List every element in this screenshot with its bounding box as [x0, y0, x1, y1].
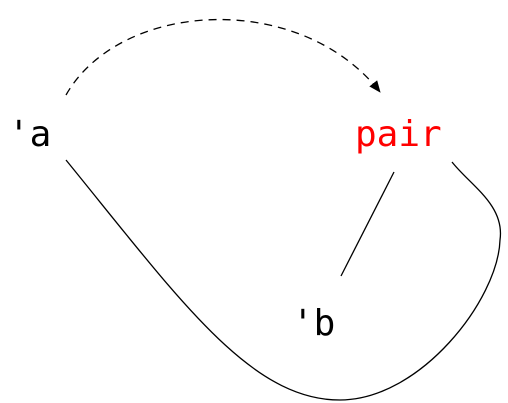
node-a-label: 'a	[8, 114, 51, 155]
edge-a-to-pair	[65, 18, 381, 96]
node-pair-label: pair	[355, 114, 442, 155]
node-b-label: 'b	[292, 303, 335, 344]
edge-pair-to-b	[340, 171, 395, 277]
edge-a-to-pair-loop	[65, 159, 502, 401]
